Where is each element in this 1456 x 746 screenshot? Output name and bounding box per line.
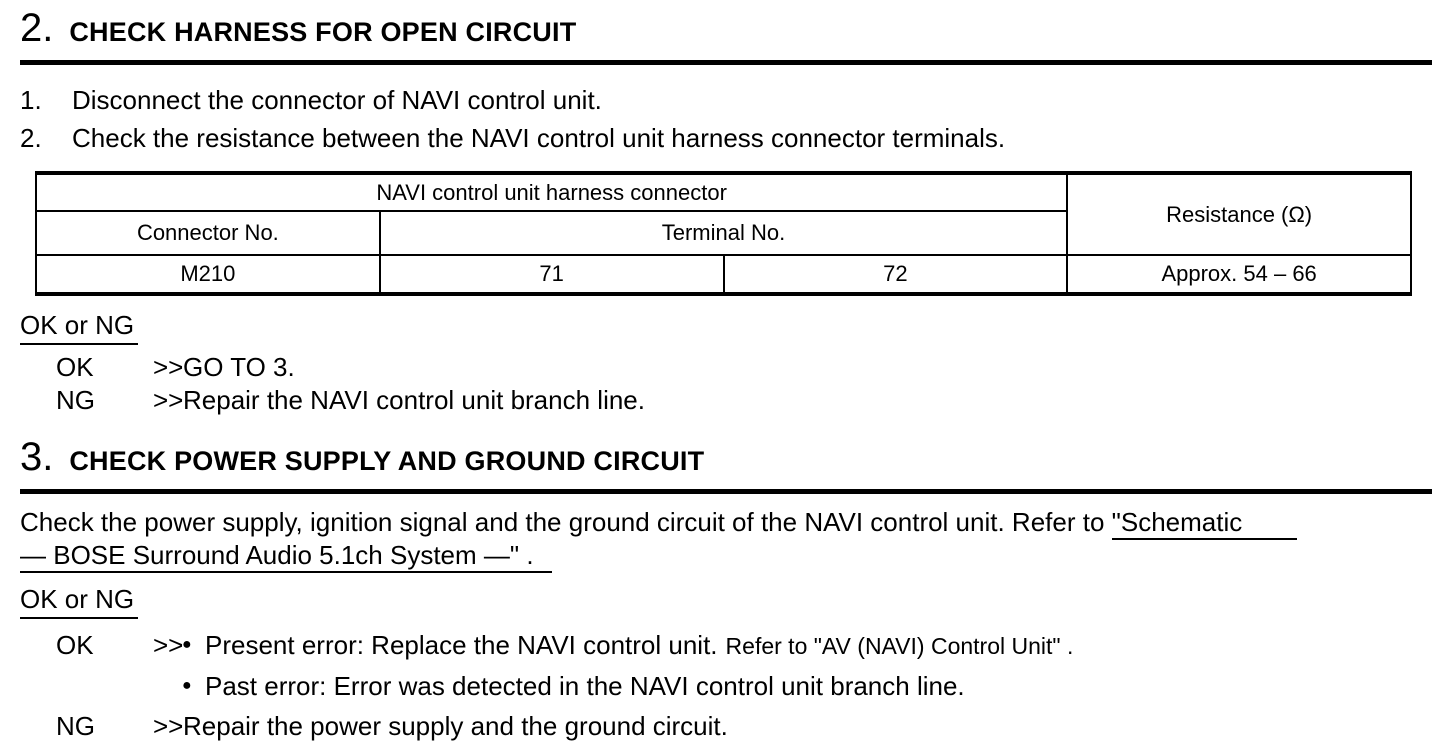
- result-term-ng: NG: [56, 711, 95, 741]
- cell-connector-no: M210: [35, 254, 381, 295]
- result-text-past-error: Past error: Error was detected in the NA…: [205, 671, 965, 701]
- section-3-rule: [20, 489, 1432, 494]
- step-2-text: Check the resistance between the NAVI co…: [72, 123, 1006, 153]
- paragraph-text: Check the power supply, ignition signal …: [20, 507, 1112, 537]
- result-arrow-icon: >>: [153, 630, 184, 660]
- result-term-empty: [56, 666, 153, 706]
- table-row: M210 71 72 Approx. 54 – 66: [35, 254, 1412, 295]
- step-1-number: 1.: [20, 85, 42, 115]
- result-row-ng: NG >> Repair the power supply and the gr…: [20, 706, 1432, 746]
- cell-resistance: Approx. 54 – 66: [1066, 254, 1412, 295]
- result-text-ng: Repair the power supply and the ground c…: [183, 711, 728, 741]
- ok-or-ng-label-1: OK or NG: [20, 310, 139, 345]
- step-2: 2. Check the resistance between the NAVI…: [20, 119, 1432, 157]
- result-term-ok: OK: [56, 630, 94, 660]
- result-row-ng: NG >> Repair the NAVI control unit branc…: [20, 384, 1432, 417]
- bullet-icon: ●: [182, 636, 192, 653]
- result-text-present-error: Present error: Replace the NAVI control …: [205, 625, 1432, 666]
- step-2-number: 2.: [20, 123, 42, 153]
- section-2-results: OK >> GO TO 3. NG >> Repair the NAVI con…: [20, 351, 1432, 417]
- table-group-header: NAVI control unit harness connector: [34, 172, 1069, 212]
- result-arrow-icon: >>: [153, 352, 184, 382]
- present-error-text: Present error: Replace the NAVI control …: [205, 630, 718, 660]
- result-row-ok-past: ● Past error: Error was detected in the …: [20, 666, 1432, 706]
- result-term-ok: OK: [56, 352, 94, 382]
- schematic-link-line1[interactable]: "Schematic: [1111, 507, 1298, 540]
- result-term-ng: NG: [56, 385, 95, 415]
- harness-connector-table: NAVI control unit harness connector Resi…: [34, 171, 1412, 296]
- cell-terminal-1: 71: [378, 254, 725, 295]
- section-2-heading: 2. CHECK HARNESS FOR OPEN CIRCUIT: [20, 6, 1432, 50]
- section-2-rule: [20, 60, 1432, 65]
- section-3-title: CHECK POWER SUPPLY AND GROUND CIRCUIT: [69, 446, 705, 476]
- table-connector-header: Connector No.: [35, 210, 381, 256]
- section-2-title: CHECK HARNESS FOR OPEN CIRCUIT: [69, 17, 577, 47]
- step-1: 1. Disconnect the connector of NAVI cont…: [20, 81, 1432, 119]
- av-navi-control-unit-ref: Refer to "AV (NAVI) Control Unit" .: [725, 633, 1074, 659]
- result-arrow-icon: >>: [153, 385, 184, 415]
- ok-or-ng-label-2: OK or NG: [20, 584, 139, 619]
- section-2-number: 2.: [20, 6, 54, 50]
- section-3-heading: 3. CHECK POWER SUPPLY AND GROUND CIRCUIT: [20, 435, 1432, 479]
- table-resistance-header: Resistance (Ω): [1066, 172, 1412, 256]
- cell-terminal-2: 72: [722, 254, 1069, 295]
- section-3-paragraph: Check the power supply, ignition signal …: [20, 506, 1432, 573]
- result-row-ok-present: OK >> ● Present error: Replace the NAVI …: [20, 625, 1432, 666]
- step-1-text: Disconnect the connector of NAVI control…: [72, 85, 602, 115]
- section-3-results: OK >> ● Present error: Replace the NAVI …: [20, 625, 1432, 746]
- table-terminal-header: Terminal No.: [378, 210, 1069, 256]
- result-arrow-icon: >>: [153, 711, 184, 741]
- schematic-link-line2[interactable]: — BOSE Surround Audio 5.1ch System —" .: [20, 540, 552, 573]
- section-2-steps: 1. Disconnect the connector of NAVI cont…: [20, 81, 1432, 157]
- result-text-ng: Repair the NAVI control unit branch line…: [183, 385, 645, 415]
- section-3-number: 3.: [20, 435, 54, 479]
- bullet-icon: ●: [182, 677, 192, 694]
- result-text-ok: GO TO 3.: [183, 352, 295, 382]
- result-arrow-empty: [153, 666, 182, 706]
- result-row-ok: OK >> GO TO 3.: [20, 351, 1432, 384]
